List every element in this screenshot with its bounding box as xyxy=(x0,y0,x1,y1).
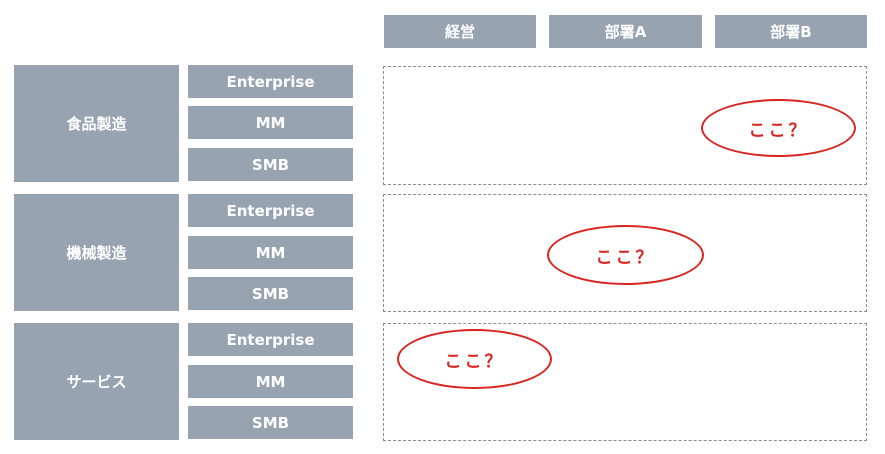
column-header-management: 経営 xyxy=(384,15,536,48)
industry-service: サービス xyxy=(14,323,179,440)
size-mm: MM xyxy=(188,365,353,398)
matrix-region-service xyxy=(383,323,867,441)
matrix-region-food xyxy=(383,66,867,185)
size-mm: MM xyxy=(188,236,353,269)
size-smb: SMB xyxy=(188,148,353,181)
size-smb: SMB xyxy=(188,277,353,310)
industry-food-manufacturing: 食品製造 xyxy=(14,65,179,182)
size-mm: MM xyxy=(188,106,353,139)
matrix-region-machinery xyxy=(383,194,867,312)
size-smb: SMB xyxy=(188,406,353,439)
size-enterprise: Enterprise xyxy=(188,323,353,356)
column-header-department-b: 部署B xyxy=(715,15,867,48)
question-bubble: ここ？ xyxy=(701,99,856,157)
column-header-department-a: 部署A xyxy=(549,15,702,48)
question-bubble: ここ？ xyxy=(547,225,704,285)
industry-machinery-manufacturing: 機械製造 xyxy=(14,194,179,311)
size-enterprise: Enterprise xyxy=(188,65,353,98)
question-bubble: ここ？ xyxy=(397,329,552,389)
size-enterprise: Enterprise xyxy=(188,194,353,227)
